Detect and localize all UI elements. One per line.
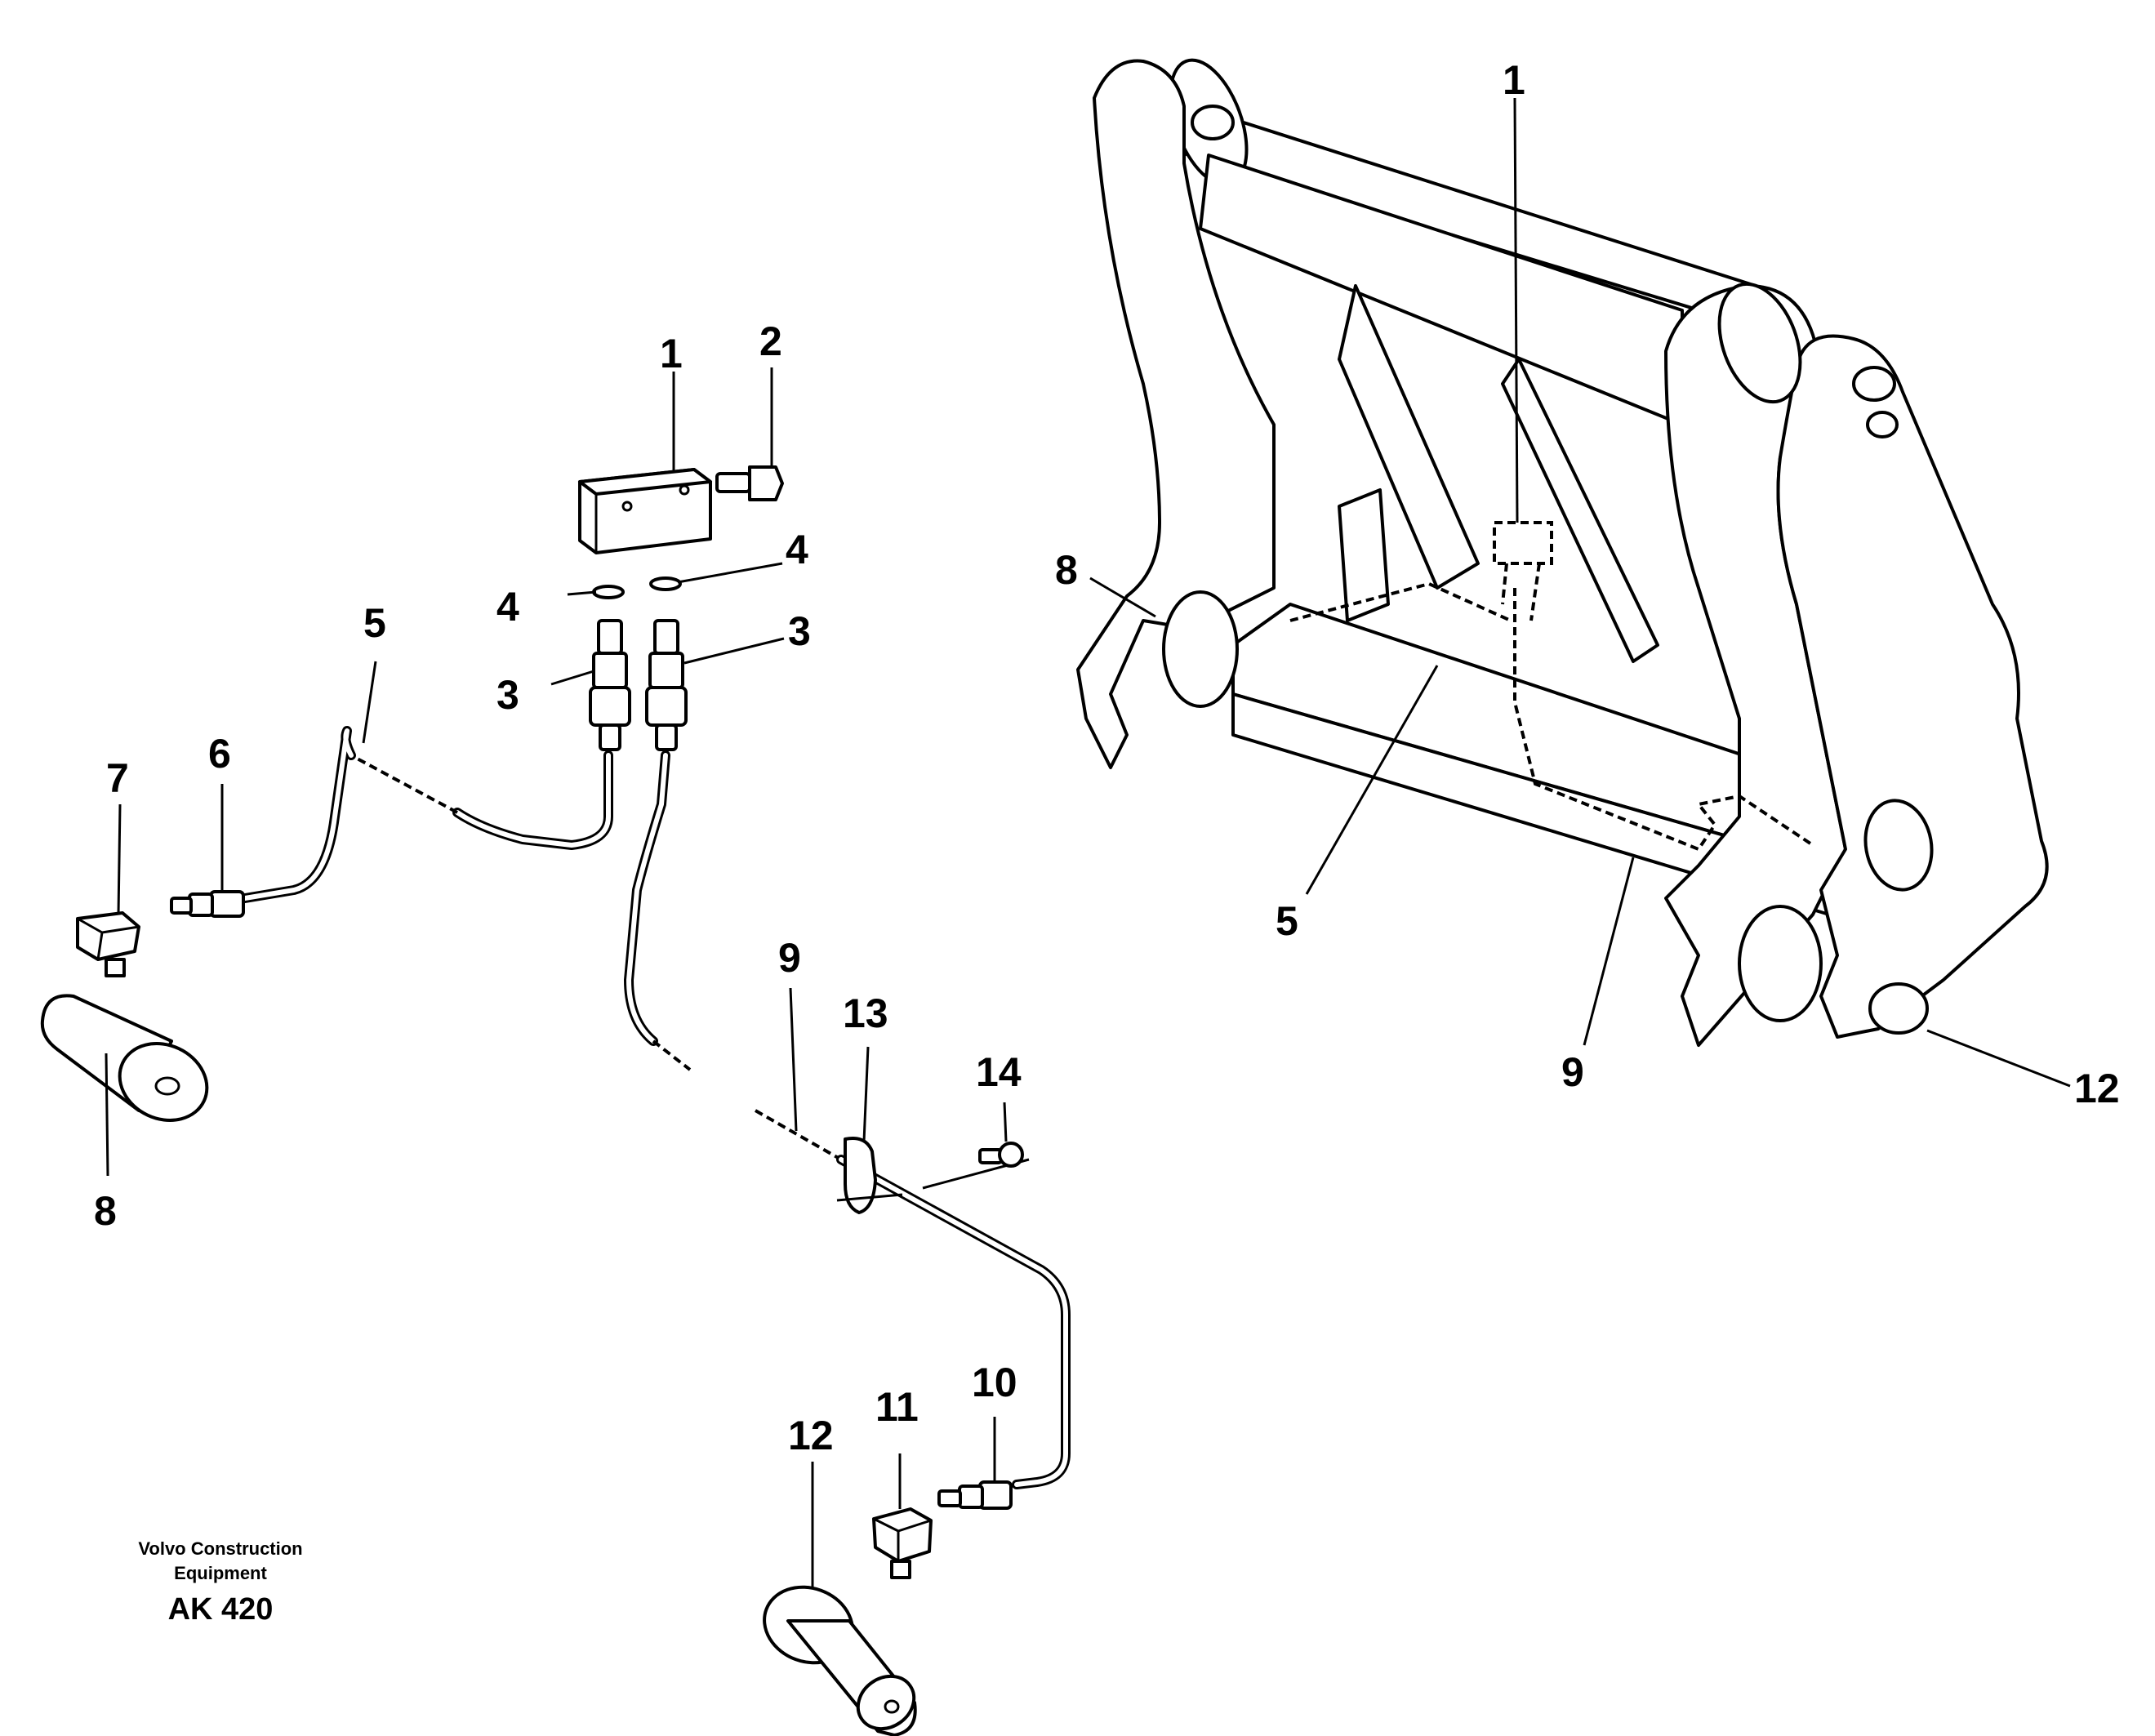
grease-elbow-part-11 — [872, 1507, 933, 1579]
callout-5-left: 5 — [363, 600, 386, 646]
callout-10: 10 — [972, 1360, 1017, 1405]
washer-part-4-left — [592, 585, 625, 599]
nipple-part-10 — [937, 1480, 1013, 1510]
junction-block-part-1 — [578, 468, 712, 554]
callout-4-right: 4 — [786, 527, 808, 572]
company-line-1: Volvo Construction — [138, 1538, 303, 1559]
leader-lines — [105, 97, 2071, 1588]
callout-7: 7 — [106, 755, 129, 801]
pin-part-12 — [763, 1585, 917, 1736]
callout-11: 11 — [875, 1384, 919, 1430]
callout-8-right: 8 — [1055, 547, 1078, 593]
callout-8-left: 8 — [94, 1188, 117, 1234]
callout-5-right: 5 — [1276, 898, 1298, 944]
callout-9-left: 9 — [778, 935, 801, 981]
clamp-part-13 — [836, 1137, 1030, 1214]
callout-1-left: 1 — [660, 331, 683, 376]
callout-3-left: 3 — [496, 672, 519, 718]
screw-part-14 — [978, 1142, 1024, 1168]
callout-3-right: 3 — [788, 608, 811, 654]
hose-part-5 — [240, 726, 613, 903]
diagram-code: AK 420 — [167, 1592, 274, 1627]
union-part-3-right — [645, 619, 688, 751]
company-line-2: Equipment — [174, 1563, 267, 1583]
washer-part-4-right — [649, 576, 682, 591]
nipple-part-6 — [170, 890, 245, 918]
grease-elbow-part-7 — [76, 911, 140, 977]
attachment-bracket — [1076, 58, 2049, 1047]
callout-12-left: 12 — [788, 1413, 834, 1458]
callout-2: 2 — [759, 318, 782, 364]
pipe-part-9 — [755, 1109, 1071, 1489]
callout-4-left: 4 — [496, 584, 519, 630]
callout-1-right: 1 — [1503, 57, 1525, 103]
bolt-part-2 — [715, 465, 784, 501]
callout-12-right: 12 — [2074, 1066, 2120, 1111]
callout-13: 13 — [843, 990, 888, 1036]
union-part-3-left — [589, 619, 631, 751]
pipe-segment — [624, 750, 692, 1071]
company-caption: Volvo Construction Equipment — [98, 1537, 343, 1586]
pin-part-8 — [40, 994, 209, 1122]
callout-6: 6 — [208, 731, 231, 777]
callout-9-right: 9 — [1561, 1049, 1584, 1095]
callout-14: 14 — [976, 1049, 1022, 1095]
